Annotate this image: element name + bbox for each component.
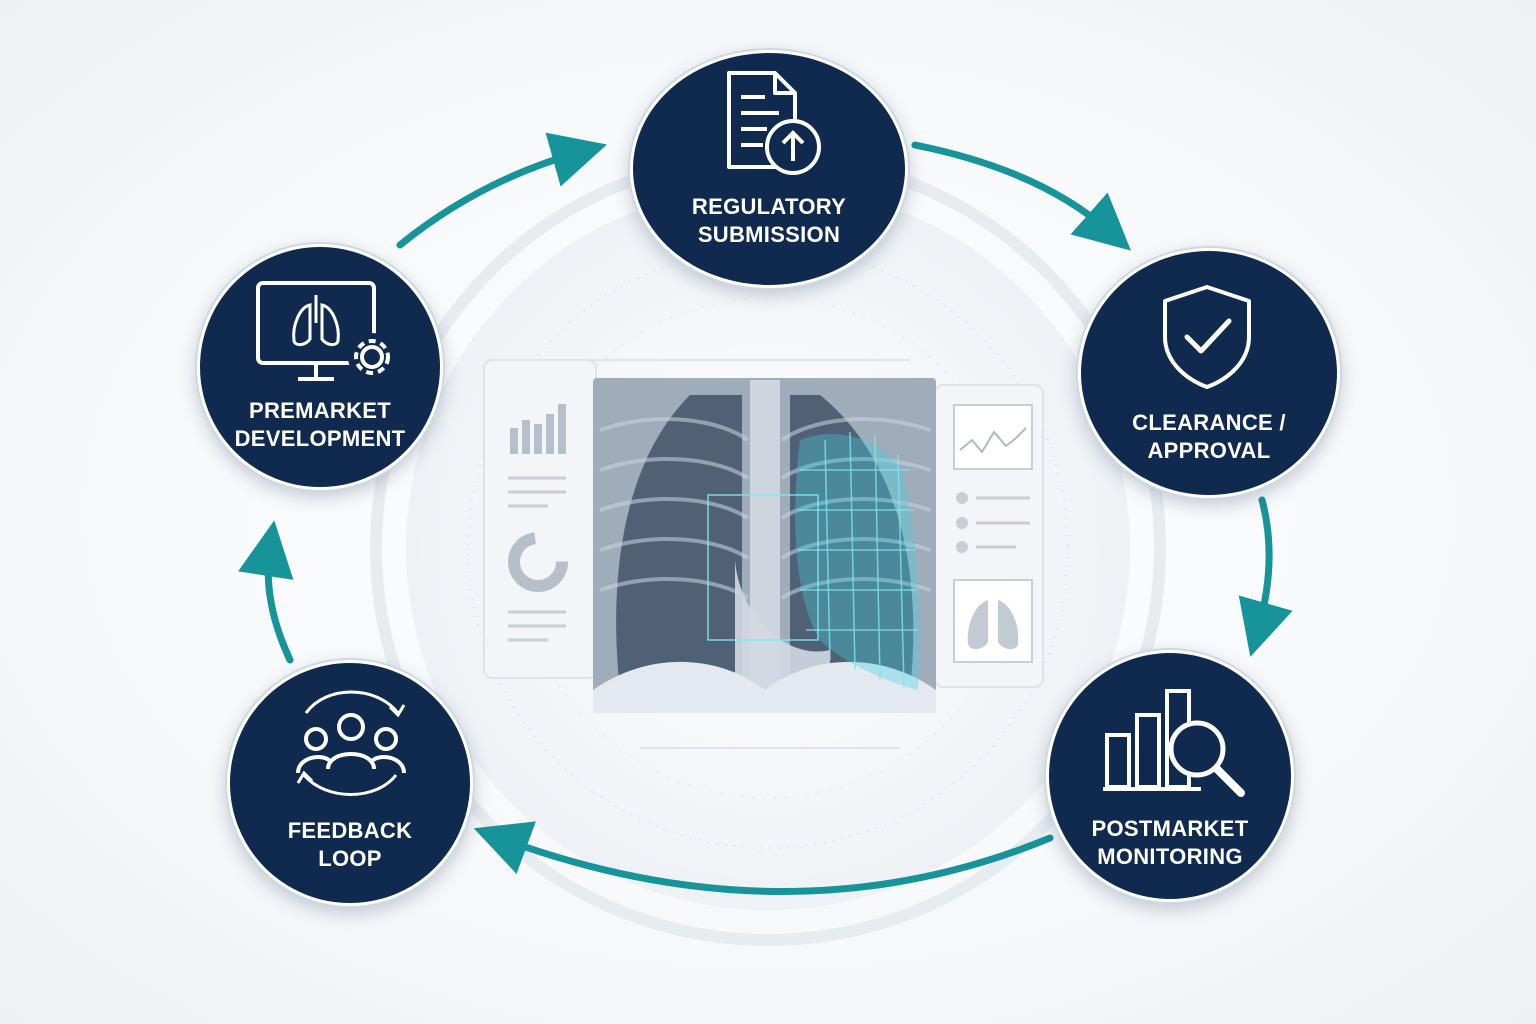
stage-label: REGULATORY SUBMISSION (633, 193, 905, 249)
stage-label-line1: FEEDBACK (287, 818, 413, 843)
stage-label-line1: REGULATORY (691, 194, 847, 219)
stage-label-line2: LOOP (318, 846, 382, 871)
stage-label: FEEDBACK LOOP (230, 817, 470, 873)
donut-chart-icon (508, 532, 568, 592)
line-chart-icon (953, 404, 1033, 470)
people-cycle-icon (296, 690, 406, 796)
shield-check-icon (1163, 285, 1251, 389)
arrow-postmarket-to-feedback (473, 821, 1054, 895)
stage-feedback-loop: FEEDBACK LOOP (227, 660, 473, 906)
stage-postmarket-monitoring: POSTMARKET MONITORING (1046, 650, 1294, 902)
chest-xray (593, 378, 936, 713)
monitor-lungs-gear-icon (256, 281, 396, 381)
stage-label-line1: POSTMARKET (1091, 816, 1249, 841)
stage-label: PREMARKET DEVELOPMENT (200, 397, 440, 453)
arrow-regulatory-to-clearance (911, 141, 1131, 251)
arrow-clearance-to-postmarket (1238, 496, 1293, 657)
arrow-feedback-to-premarket (238, 520, 294, 664)
stage-label: POSTMARKET MONITORING (1049, 815, 1291, 871)
list-icon (956, 492, 1030, 553)
detection-box (707, 494, 819, 641)
lungs-icon (967, 600, 1019, 650)
stage-label-line2: SUBMISSION (697, 222, 841, 247)
stage-label-line1: CLEARANCE / (1132, 410, 1286, 435)
document-upload-icon (727, 71, 821, 175)
stage-regulatory-submission: REGULATORY SUBMISSION (630, 50, 908, 288)
stage-label-line2: APPROVAL (1147, 438, 1271, 463)
stage-premarket-development: PREMARKET DEVELOPMENT (197, 244, 443, 490)
arrow-premarket-to-regulatory (396, 132, 607, 249)
bar-chart-icon (510, 404, 566, 454)
stage-label-line2: MONITORING (1097, 844, 1243, 869)
left-panel (483, 359, 597, 679)
stage-label: CLEARANCE / APPROVAL (1081, 409, 1337, 465)
stage-label-line1: PREMARKET (248, 398, 392, 423)
stage-label-line2: DEVELOPMENT (234, 426, 406, 451)
stage-clearance-approval: CLEARANCE / APPROVAL (1078, 248, 1340, 498)
center-dashboard (483, 359, 1044, 749)
bar-chart-magnifier-icon (1103, 689, 1245, 797)
